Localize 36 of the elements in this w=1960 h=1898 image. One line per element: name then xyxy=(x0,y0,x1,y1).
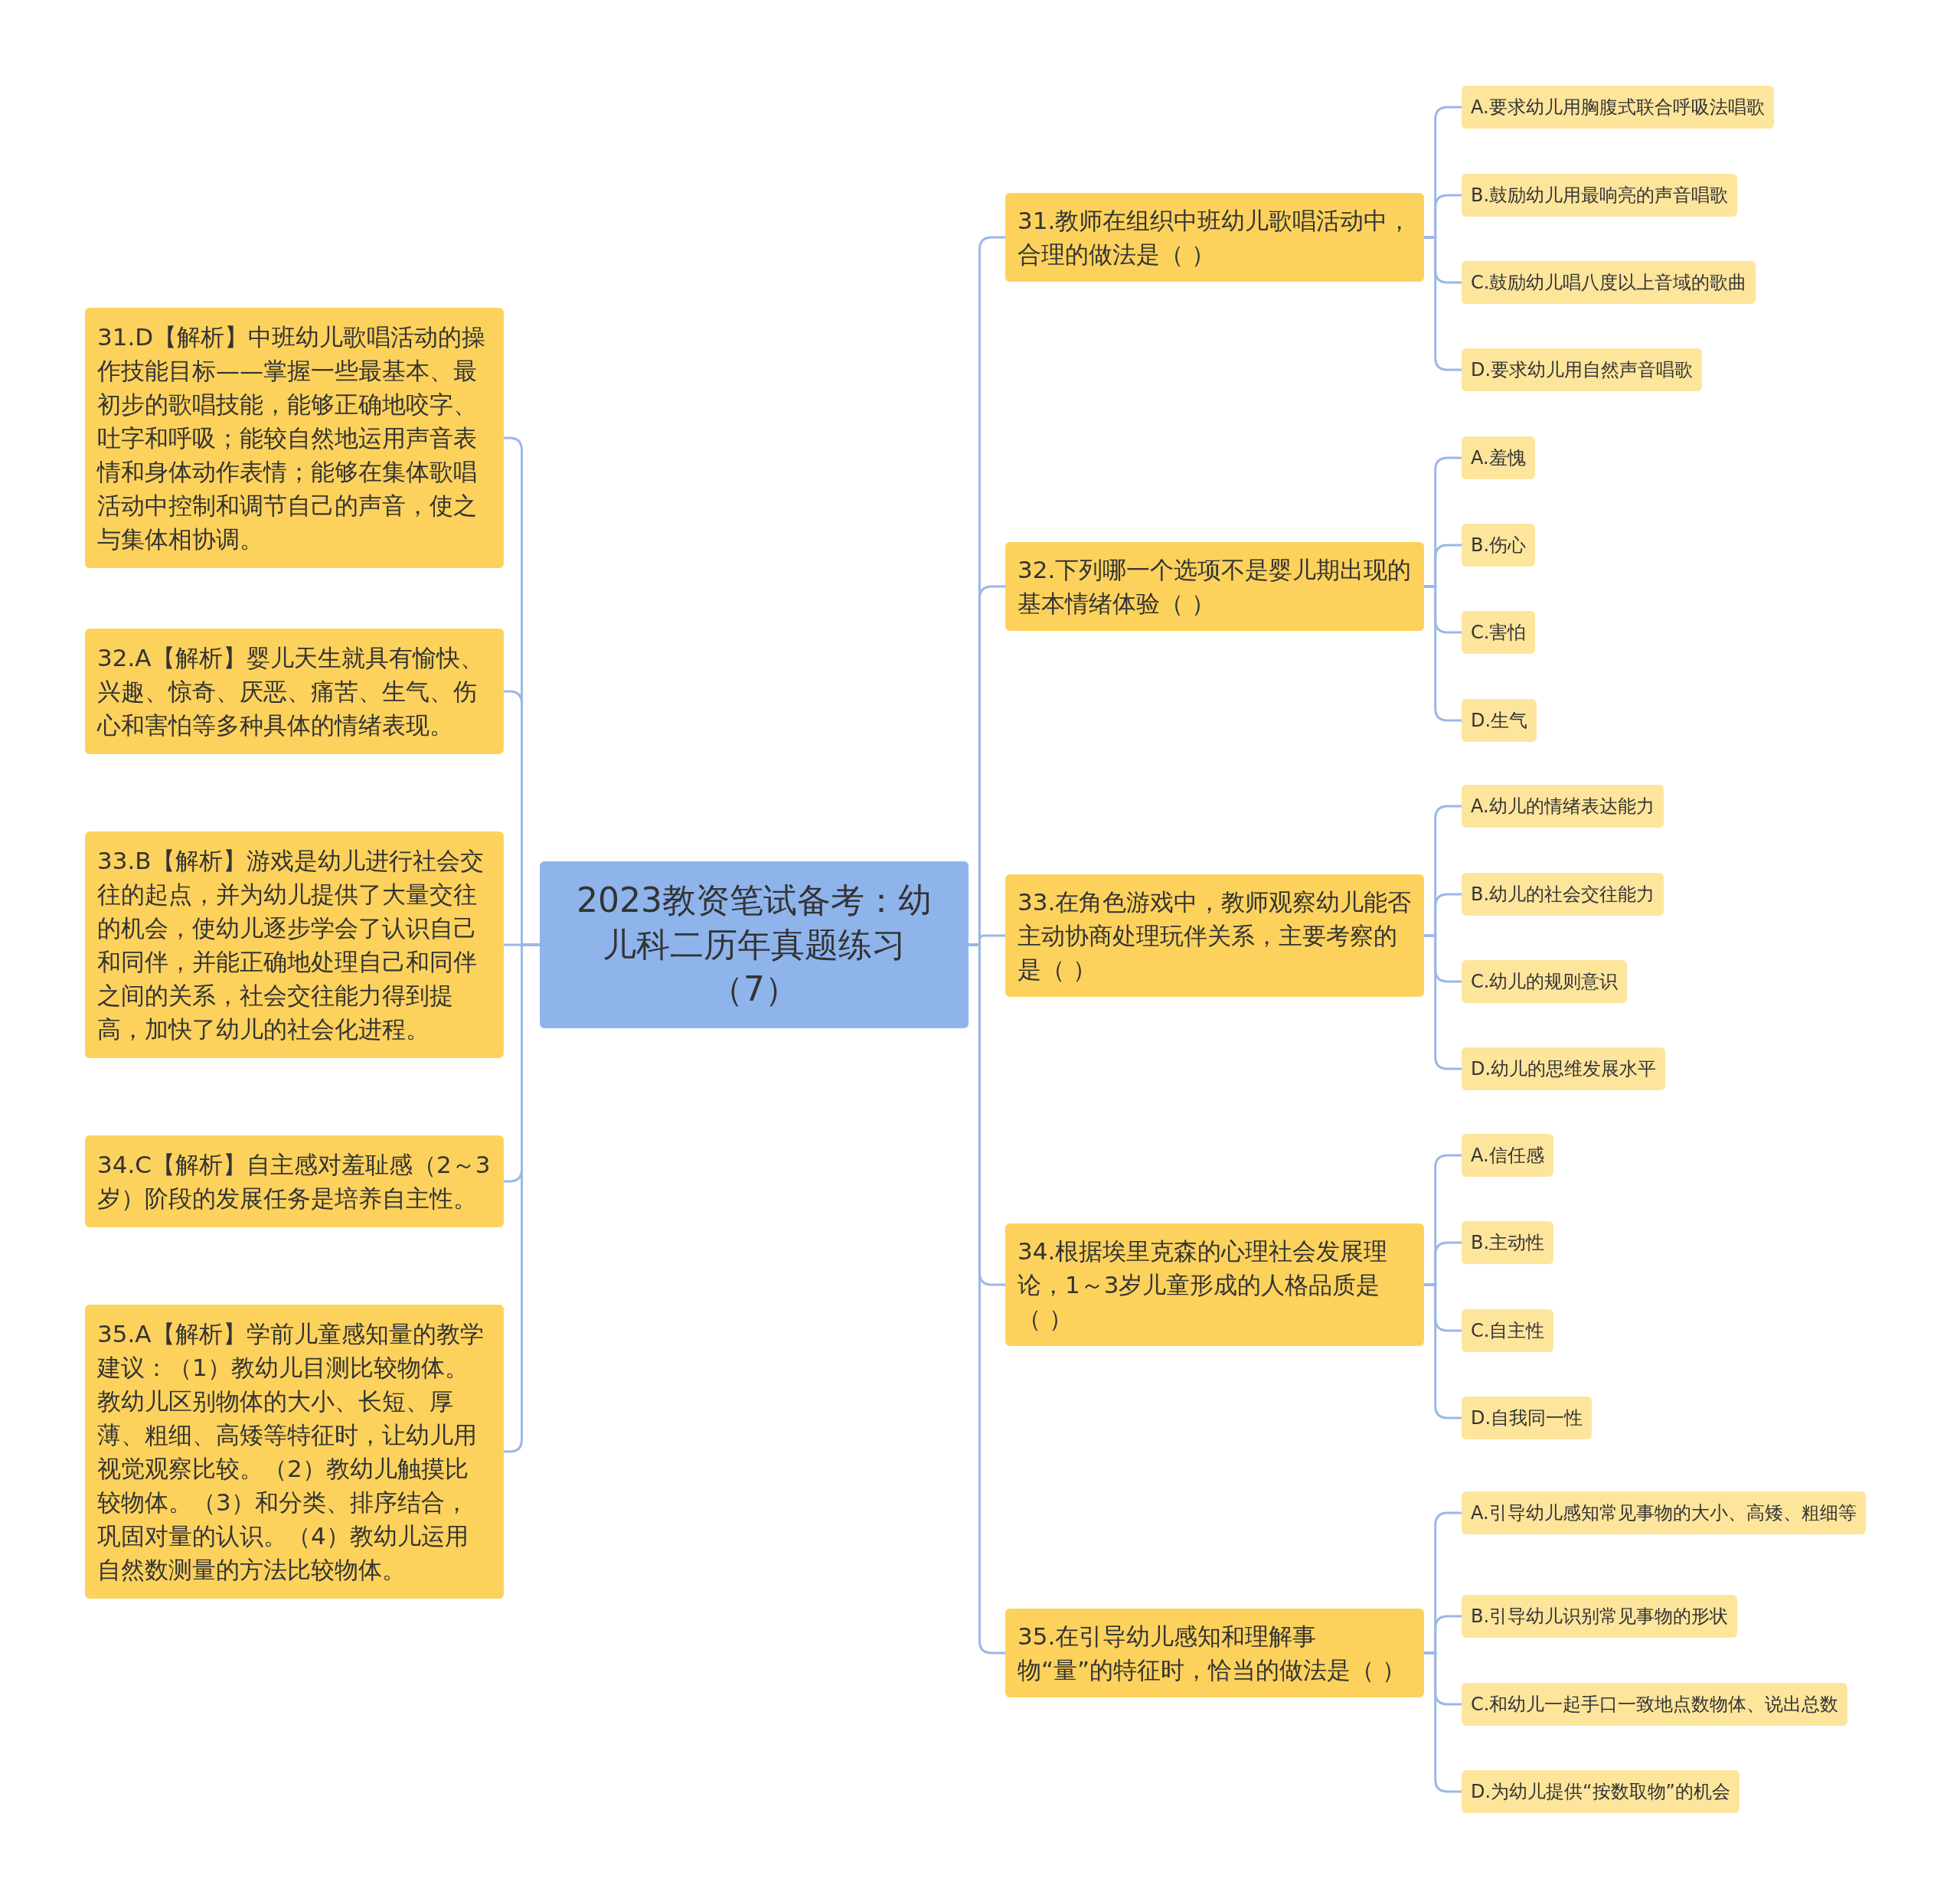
question-box: 31.教师在组织中班幼儿歌唱活动中，合理的做法是（ ） xyxy=(1005,193,1424,282)
option-box: D.幼儿的思维发展水平 xyxy=(1462,1047,1666,1090)
connector-line xyxy=(1424,585,1462,722)
option-box: A.信任感 xyxy=(1462,1134,1553,1177)
option-box: A.幼儿的情绪表达能力 xyxy=(1462,785,1664,828)
option-box: B.鼓励幼儿用最响亮的声音唱歌 xyxy=(1462,174,1738,217)
option-box: B.幼儿的社会交往能力 xyxy=(1462,873,1664,916)
connector-line xyxy=(1424,1651,1462,1793)
connector-line xyxy=(1424,934,1462,1070)
option-box: C.害怕 xyxy=(1462,611,1536,654)
answer-note-box: 35.A【解析】学前儿童感知量的教学建议：（1）教幼儿目测比较物体。教幼儿区别物体的大小、长短、厚薄、粗细、高矮等特征时，让幼儿用视觉观察比较。（2）教幼儿触摸比较物体。（3）和分类、排序结合，巩固对量的认识。（4）教幼儿运用自然数测量的方法比较物体。 xyxy=(85,1305,504,1599)
option-box: A.羞愧 xyxy=(1462,436,1535,479)
answer-note-box: 32.A【解析】婴儿天生就具有愉快、兴趣、惊奇、厌恶、痛苦、生气、伤心和害怕等多种具体的情绪表现。 xyxy=(85,629,504,754)
connector-line xyxy=(1424,236,1462,371)
option-box: C.幼儿的规则意识 xyxy=(1462,960,1628,1003)
answer-note-box: 34.C【解析】自主感对羞耻感（2～3岁）阶段的发展任务是培养自主性。 xyxy=(85,1135,504,1227)
option-box: C.鼓励幼儿唱八度以上音域的歌曲 xyxy=(1462,261,1756,304)
connector-line xyxy=(1424,1283,1462,1419)
option-box: C.和幼儿一起手口一致地点数物体、说出总数 xyxy=(1462,1683,1848,1726)
answer-note-box: 31.D【解析】中班幼儿歌唱活动的操作技能目标——掌握一些最基本、最初步的歌唱技能，能够正确地咬字、吐字和呼吸；能较自然地运用声音表情和身体动作表情；能够在集体歌唱活动中控制和调节自己的声音，使之与集体相协调。 xyxy=(85,308,504,568)
option-box: D.生气 xyxy=(1462,699,1537,742)
option-box: C.自主性 xyxy=(1462,1309,1554,1352)
option-box: D.为幼儿提供“按数取物”的机会 xyxy=(1462,1770,1740,1813)
option-box: A.要求幼儿用胸腹式联合呼吸法唱歌 xyxy=(1462,86,1774,129)
answer-note-box: 33.B【解析】游戏是幼儿进行社会交往的起点，并为幼儿提供了大量交往的机会，使幼儿逐步学会了认识自己和同伴，并能正确地处理自己和同伴之间的关系，社会交往能力得到提高，加快了幼儿的社会化进程。 xyxy=(85,831,504,1058)
question-box: 34.根据埃里克森的心理社会发展理论，1～3岁儿童形成的人格品质是（ ） xyxy=(1005,1223,1424,1346)
option-box: B.主动性 xyxy=(1462,1221,1554,1264)
topic-box: 2023教资笔试备考：幼儿科二历年真题练习（7） xyxy=(540,861,969,1028)
question-box: 33.在角色游戏中，教师观察幼儿能否主动协商处理玩伴关系，主要考察的是（ ） xyxy=(1005,874,1424,997)
question-box: 32.下列哪一个选项不是婴儿期出现的基本情绪体验（ ） xyxy=(1005,542,1424,631)
option-box: D.要求幼儿用自然声音唱歌 xyxy=(1462,348,1703,391)
option-box: B.引导幼儿识别常见事物的形状 xyxy=(1462,1595,1738,1638)
question-box: 35.在引导幼儿感知和理解事物“量”的特征时，恰当的做法是（ ） xyxy=(1005,1609,1424,1697)
option-box: A.引导幼儿感知常见事物的大小、高矮、粗细等 xyxy=(1462,1491,1866,1534)
option-box: D.自我同一性 xyxy=(1462,1397,1592,1439)
option-box: B.伤心 xyxy=(1462,524,1536,567)
